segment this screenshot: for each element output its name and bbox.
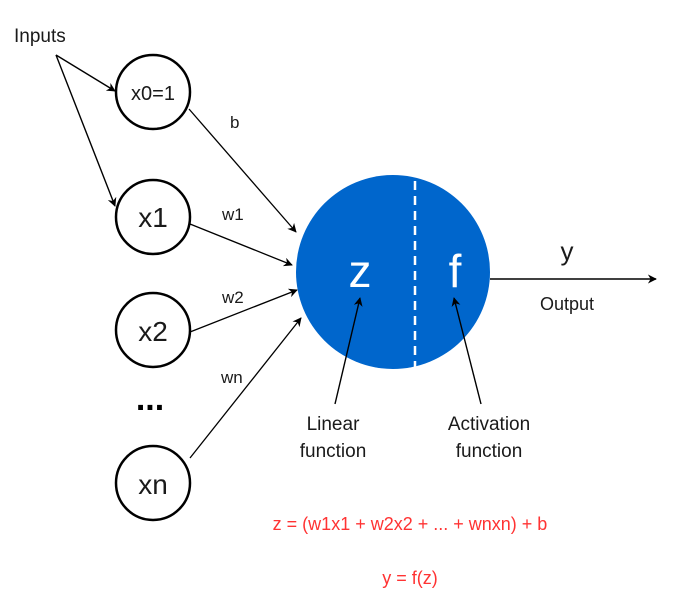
y-equation: y = f(z) xyxy=(382,568,438,588)
activation-symbol: f xyxy=(449,245,462,297)
neuron-circle xyxy=(296,175,490,369)
input-node-x2-label: x2 xyxy=(138,316,168,347)
neuron: z f xyxy=(296,175,490,369)
edge-xn-neuron xyxy=(189,317,302,459)
input-node-xn-label: xn xyxy=(138,469,168,500)
output-label: Output xyxy=(540,294,594,314)
edge-x1-neuron xyxy=(189,223,293,267)
ellipsis: ... xyxy=(136,380,164,418)
linear-symbol: z xyxy=(349,245,372,297)
input-node-x0-label: x0=1 xyxy=(131,83,175,105)
weight-label-wn: wn xyxy=(220,368,243,387)
activation-label-line2: function xyxy=(456,441,523,462)
weight-label-w1: w1 xyxy=(221,205,244,224)
inputs-arrow-x1 xyxy=(55,54,117,207)
input-node-xn: xn xyxy=(114,444,192,522)
input-node-x0: x0=1 xyxy=(114,53,192,131)
input-node-x1-label: x1 xyxy=(138,202,168,233)
z-equation: z = (w1x1 + w2x2 + ... + wnxn) + b xyxy=(273,514,548,534)
input-node-x2: x2 xyxy=(114,291,192,369)
weight-label-b: b xyxy=(230,113,239,132)
inputs-label: Inputs xyxy=(14,26,66,47)
activation-label-line1: Activation xyxy=(448,414,530,435)
edge-x2-neuron xyxy=(189,288,298,333)
weight-label-w2: w2 xyxy=(221,288,244,307)
linear-label-line2: function xyxy=(300,441,367,462)
activation-annotation-arrow xyxy=(451,297,482,405)
inputs-arrow-x0 xyxy=(55,54,116,92)
linear-annotation-arrow xyxy=(334,297,363,405)
linear-label-line1: Linear xyxy=(307,414,360,435)
input-node-x1: x1 xyxy=(114,178,192,256)
output-symbol: y xyxy=(561,236,574,266)
edge-x0-neuron xyxy=(188,108,297,233)
